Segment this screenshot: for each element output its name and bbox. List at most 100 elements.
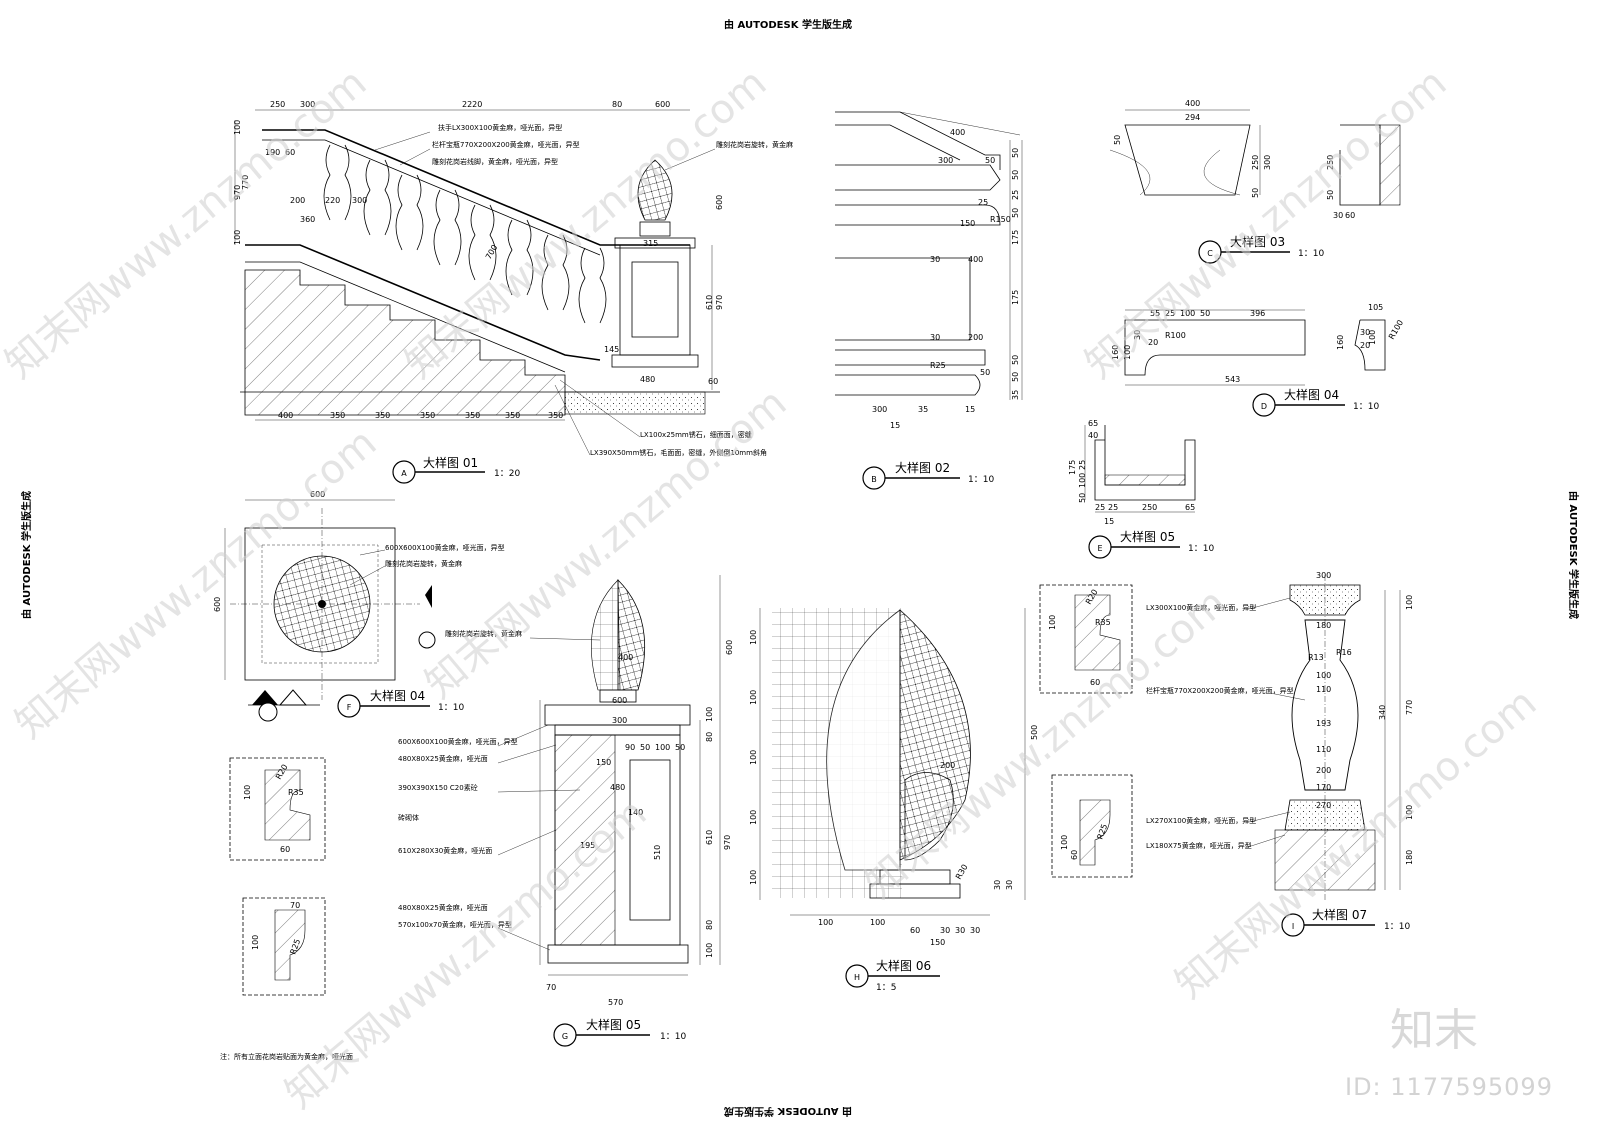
profile-lt-60: 60 (280, 845, 290, 854)
detail-d-profile: 55 25 100 50 396 160 100 30 20 R100 543 … (1111, 303, 1405, 386)
ann-f-cap: 600X600X100黄金麻，哑光面，异型 (385, 543, 505, 552)
dim-h-14: 150 (930, 938, 945, 947)
dim-b-18: 50 (980, 368, 990, 377)
dim-i-30: 180 (1405, 850, 1414, 865)
title-f-scale: 1：10 (438, 703, 464, 713)
dim-d-15: 20 (1360, 341, 1370, 350)
title-b: B 大样图 02 1：10 (862, 460, 994, 490)
dim-i-12: 100 (1405, 595, 1414, 610)
title-c-letter: C (1207, 249, 1213, 258)
dim-b-23: 35 (918, 405, 928, 414)
dim-h-16: 200 (940, 761, 955, 770)
stamp-bottom: 由 AUTODESK 学生版生成 (724, 1105, 852, 1118)
dim-g-4: 400 (618, 653, 633, 662)
dim-b-21: 35 (1011, 390, 1020, 400)
dim-a-misc-3: 200 (290, 196, 305, 205)
dim-g-14: 510 (653, 845, 662, 860)
dim-h-17: R30 (954, 863, 970, 881)
dim-e-8: 25 (1108, 503, 1118, 512)
dim-g-2: 600 (612, 696, 627, 705)
dim-d-12: 105 (1368, 303, 1383, 312)
detail-i-baluster: LX300X100黄金麻，哑光面，异型 栏杆宝瓶770X200X200黄金麻，哑… (1146, 571, 1414, 900)
dim-a-misc-11: 970 (715, 295, 724, 310)
profile-rt-60: 60 (1090, 678, 1100, 687)
dim-g-8: 50 (675, 743, 685, 752)
title-f-letter: F (347, 703, 352, 712)
title-d-scale: 1：10 (1353, 402, 1379, 412)
ann-g-a6: 480X80X25黄金麻，哑光面 (398, 903, 488, 912)
dim-d-11: 543 (1225, 375, 1240, 384)
dim-b-1: 400 (950, 128, 965, 137)
stamp-left: 由 AUTODESK 学生版生成 (20, 491, 33, 619)
title-e-letter: E (1097, 544, 1102, 553)
dim-b-3: 50 (985, 156, 995, 165)
profile-box-left-bottom: 70 R25 100 (242, 897, 326, 996)
dim-e-10: 65 (1185, 503, 1195, 512)
dim-i-21: 340 (1378, 705, 1387, 720)
dim-g-16: 570 (608, 998, 623, 1007)
dim-a-left-1: 100 (233, 120, 242, 135)
detail-a-balusters (323, 144, 607, 324)
dim-b-2: 300 (938, 156, 953, 165)
dim-h-11: 30 (940, 926, 950, 935)
dim-c-3: 50 (1113, 135, 1122, 145)
dim-d-3: 100 (1180, 309, 1195, 318)
dim-a-left-3: 770 (241, 175, 250, 190)
dim-a-top-3: 2220 (462, 100, 482, 109)
ann-g-finial: 雕刻花岗岩旋转，黄金麻 (445, 629, 522, 638)
dim-c-6: 50 (1251, 188, 1260, 198)
dim-g-17: 100 (705, 707, 714, 722)
dim-e-9: 250 (1142, 503, 1157, 512)
dim-c-5: 300 (1263, 155, 1272, 170)
dim-g-22: 100 (705, 943, 714, 958)
dim-b-24: 15 (965, 405, 975, 414)
dim-g-20: 970 (723, 835, 732, 850)
ann-g-a7: 570x100x70黄金麻，哑光面，异型 (398, 920, 512, 929)
general-note: 注：所有立面花岗岩贴面为黄金麻，哑光面 (220, 1052, 353, 1061)
dim-i-3: R13 (1308, 653, 1324, 662)
ann-g-a3: 390X390X150 C20素砼 (398, 783, 478, 792)
dim-g-18: 80 (705, 732, 714, 742)
dim-e-11: 15 (1104, 517, 1114, 526)
dim-a-misc-15: 480 (640, 375, 655, 384)
dim-c-4: 250 (1251, 155, 1260, 170)
dim-g-15: 70 (546, 983, 556, 992)
dim-a-bottom-6: 350 (505, 411, 520, 420)
dim-b-11: 175 (1011, 230, 1020, 245)
dim-i-7: 193 (1316, 719, 1331, 728)
title-h-letter: H (854, 973, 860, 982)
detail-g-pillar: 600X600X100黄金麻，哑光面，异型 480X80X25黄金麻，哑光面 3… (398, 575, 734, 1007)
title-e-scale: 1：10 (1188, 544, 1214, 554)
title-a-letter: A (401, 469, 407, 478)
dim-d-17: 160 (1336, 335, 1345, 350)
dim-c-8: 50 (1326, 190, 1335, 200)
dim-i-8: 110 (1316, 745, 1331, 754)
dim-d-2: 25 (1165, 309, 1175, 318)
profile-rt-r35: R35 (1095, 618, 1111, 627)
dim-h-19: 30 (1005, 880, 1014, 890)
dim-h-2: 100 (749, 690, 758, 705)
title-g-letter: G (562, 1032, 568, 1041)
dim-g-19: 610 (705, 830, 714, 845)
dim-a-bottom-3: 350 (375, 411, 390, 420)
title-i-scale: 1：10 (1384, 922, 1410, 932)
dim-b-4: 50 (1011, 148, 1020, 158)
dim-g-10: 480 (610, 783, 625, 792)
watermark-id: ID: 1177595099 (1345, 1073, 1553, 1101)
dim-i-28: 100 (1405, 805, 1414, 820)
stamp-top: 由 AUTODESK 学生版生成 (724, 18, 852, 31)
dim-b-9: 150 (960, 219, 975, 228)
title-i: I 大样图 07 1：10 (1281, 907, 1410, 937)
ann-a-baluster: 栏杆宝瓶770X200X200黄金麻，哑光面，异型 (432, 140, 580, 149)
dim-i-4: R16 (1336, 648, 1352, 657)
stamp-right: 由 AUTODESK 学生版生成 (1567, 491, 1580, 619)
dim-h-1: 100 (749, 630, 758, 645)
title-b-name: 大样图 02 (895, 460, 950, 475)
dim-a-misc-10: 610 (705, 295, 714, 310)
ann-g-a5: 610X280X30黄金麻，哑光面 (398, 846, 492, 855)
dim-i-5: 100 (1316, 671, 1331, 680)
title-g-scale: 1：10 (660, 1032, 686, 1042)
dim-g-21: 80 (705, 920, 714, 930)
dim-g-12: 195 (580, 841, 595, 850)
